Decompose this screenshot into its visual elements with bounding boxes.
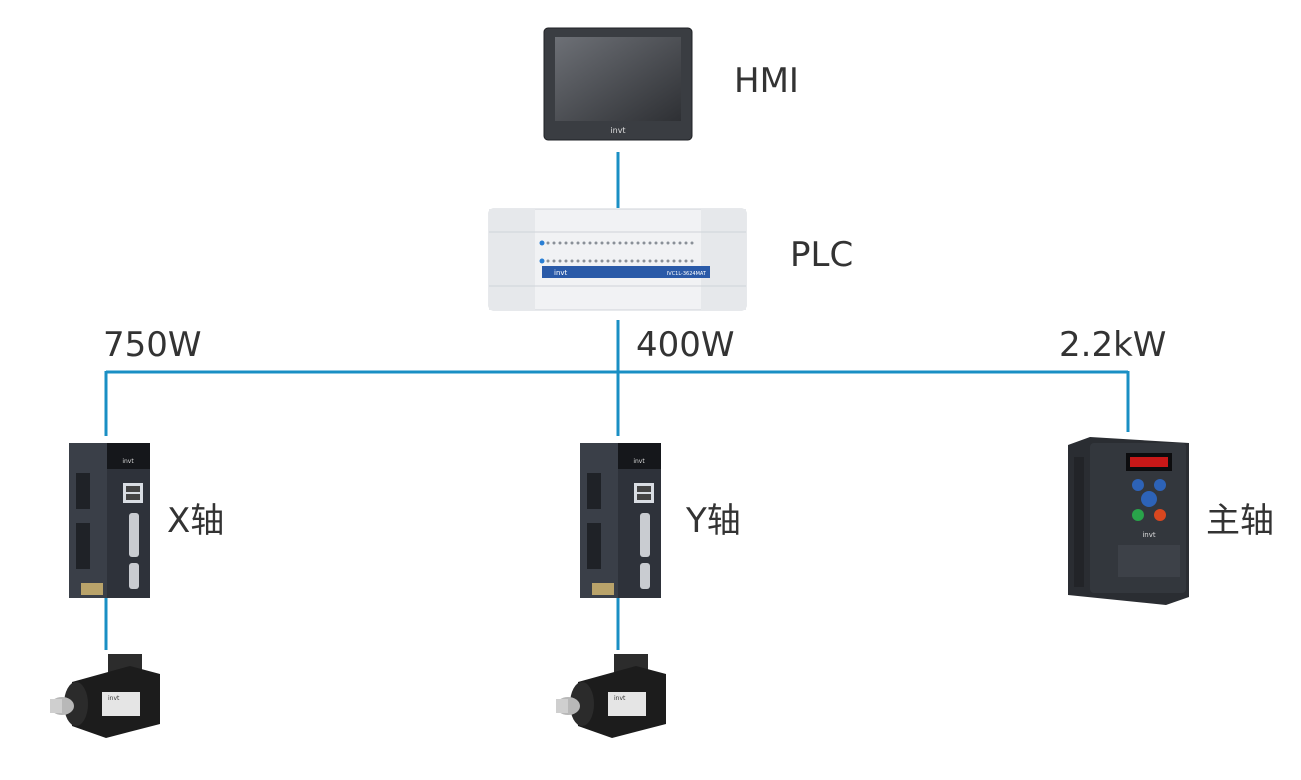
svg-text:invt: invt xyxy=(610,126,625,135)
plc-label: PLC xyxy=(790,235,854,275)
x-axis-label: X轴 xyxy=(167,501,225,541)
svg-text:invt: invt xyxy=(108,695,120,702)
svg-text:invt: invt xyxy=(1142,531,1156,539)
y-servo-motor-icon: invt xyxy=(556,654,666,738)
x-servo-drive-icon: invt xyxy=(69,443,150,598)
plc-device-icon: invt IVC1L-3624MAT xyxy=(488,208,747,311)
spindle-inverter-icon: invt xyxy=(1068,437,1189,605)
hmi-device-icon: invt xyxy=(543,27,693,141)
x-servo-motor-icon: invt xyxy=(50,654,160,738)
hmi-label: HMI xyxy=(734,61,799,101)
spindle-label: 主轴 xyxy=(1206,501,1274,541)
spindle-power-label: 2.2kW xyxy=(1059,325,1167,365)
x-axis-power-label: 750W xyxy=(103,325,202,365)
y-axis-label: Y轴 xyxy=(686,501,741,541)
svg-text:IVC1L-3624MAT: IVC1L-3624MAT xyxy=(667,271,707,277)
svg-text:invt: invt xyxy=(122,458,134,465)
svg-text:invt: invt xyxy=(614,695,626,702)
svg-text:invt: invt xyxy=(633,458,645,465)
svg-text:invt: invt xyxy=(554,269,568,277)
y-axis-power-label: 400W xyxy=(636,325,735,365)
y-servo-drive-icon: invt xyxy=(580,443,661,598)
